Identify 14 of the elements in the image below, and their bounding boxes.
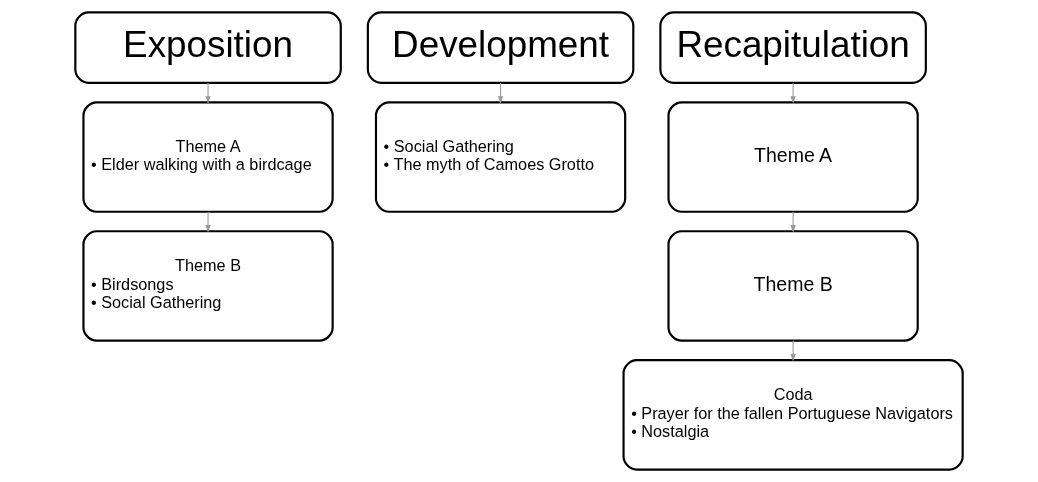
node-box: Theme A • Elder walking with a birdcage xyxy=(82,101,334,213)
arrow xyxy=(790,82,796,104)
arrow xyxy=(790,340,796,362)
node-box: Exposition xyxy=(74,11,342,84)
node-box: Theme A xyxy=(667,101,919,213)
node-box: Development xyxy=(366,11,635,84)
node-box: Theme B • Birdsongs • Social Gathering xyxy=(82,230,334,342)
node-box: Coda • Prayer for the fallen Portuguese Navigators • Nostalgia xyxy=(622,359,964,471)
node-box: Recapitulation xyxy=(659,11,927,84)
node-box: • Social Gathering • The myth of Camoes Grotto xyxy=(374,101,627,213)
node-box: Theme B xyxy=(667,230,919,342)
arrow xyxy=(205,82,211,104)
arrow xyxy=(790,211,796,233)
arrow xyxy=(205,211,211,233)
